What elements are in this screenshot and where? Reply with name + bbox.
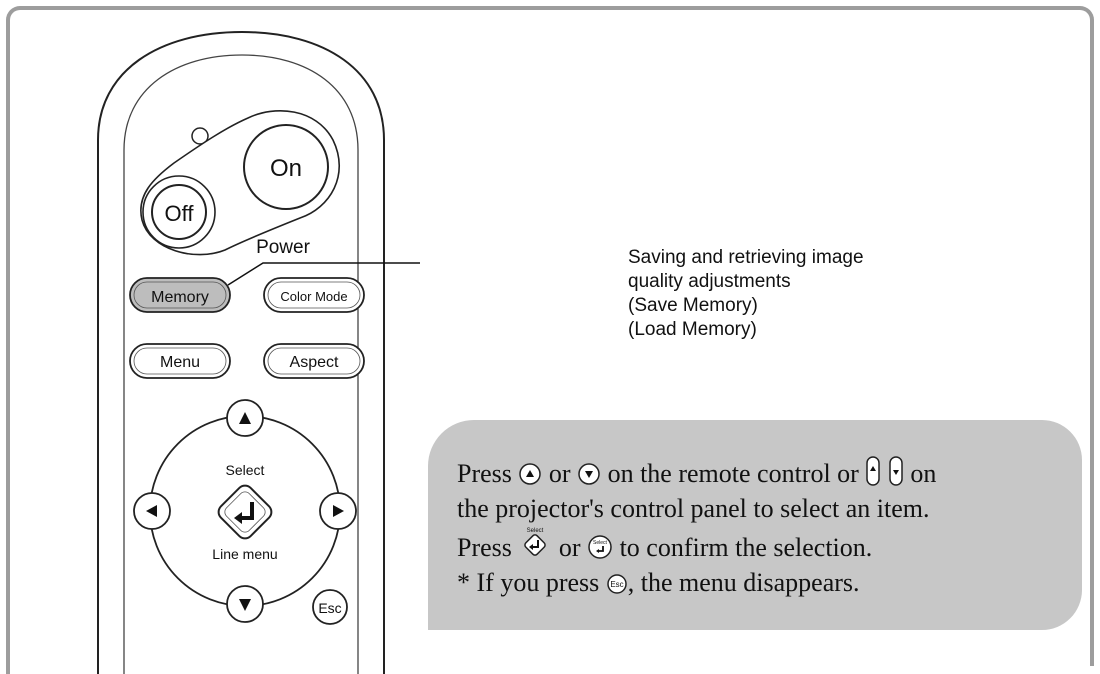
svg-text:Select: Select bbox=[527, 528, 544, 534]
page-frame bbox=[6, 6, 1094, 666]
instruction-line-2: the projector's control panel to select … bbox=[457, 494, 930, 523]
aspect-button bbox=[263, 343, 365, 379]
instruction-text: Press or on the remote control or on the… bbox=[457, 456, 936, 600]
right-arrow-icon bbox=[333, 505, 344, 517]
down-arrow-icon bbox=[239, 599, 251, 611]
up-arrow-round-icon bbox=[518, 462, 542, 486]
memory-callout-text: Saving and retrieving image quality adju… bbox=[628, 246, 864, 342]
memory-button bbox=[129, 277, 231, 313]
on-button-label: On bbox=[270, 155, 302, 182]
panel-up-key-icon bbox=[865, 456, 881, 486]
indicator-light bbox=[191, 127, 209, 145]
line-menu-label: Line menu bbox=[212, 546, 277, 562]
menu-button-label: Menu bbox=[160, 354, 200, 371]
select-label: Select bbox=[226, 462, 265, 478]
esc-button bbox=[312, 589, 348, 625]
select-diamond-icon: Select bbox=[518, 526, 552, 560]
esc-round-icon: Esc bbox=[606, 573, 628, 595]
instruction-line-3: Press Select or Select to confirm the se… bbox=[457, 526, 873, 562]
esc-button-label: Esc bbox=[318, 600, 341, 616]
up-arrow-icon bbox=[239, 412, 251, 424]
remote-control-illustration: On Off Power Memory Color Mode Menu Aspe… bbox=[97, 30, 420, 674]
callout-line-2: quality adjustments bbox=[628, 271, 791, 292]
memory-button-label: Memory bbox=[151, 289, 209, 306]
instruction-line-4: * If you press Esc, the menu disappears. bbox=[457, 568, 860, 597]
on-button bbox=[243, 124, 329, 210]
select-button bbox=[217, 484, 273, 540]
power-label: Power bbox=[256, 237, 311, 258]
left-arrow-icon bbox=[146, 505, 157, 517]
callout-line bbox=[227, 262, 420, 286]
aspect-button-label: Aspect bbox=[290, 354, 339, 371]
page-frame-left-edge bbox=[6, 664, 14, 674]
color-mode-button-label: Color Mode bbox=[280, 289, 347, 304]
remote-inner-outline bbox=[123, 54, 359, 674]
callout-line-1: Saving and retrieving image bbox=[628, 247, 864, 268]
down-arrow-round-icon bbox=[577, 462, 601, 486]
svg-text:Esc: Esc bbox=[610, 580, 623, 589]
instruction-panel bbox=[428, 420, 1082, 630]
menu-button bbox=[129, 343, 231, 379]
panel-down-key-icon bbox=[888, 456, 904, 486]
instruction-line-1: Press or on the remote control or on bbox=[457, 456, 936, 491]
select-round-icon: Select bbox=[587, 534, 613, 560]
off-button bbox=[151, 184, 207, 240]
enter-icon bbox=[240, 502, 254, 520]
callout-line-3: (Save Memory) bbox=[628, 295, 758, 316]
callout-line-4: (Load Memory) bbox=[628, 319, 757, 340]
svg-text:Select: Select bbox=[593, 540, 608, 546]
off-button-label: Off bbox=[165, 201, 195, 226]
color-mode-button bbox=[263, 277, 365, 313]
